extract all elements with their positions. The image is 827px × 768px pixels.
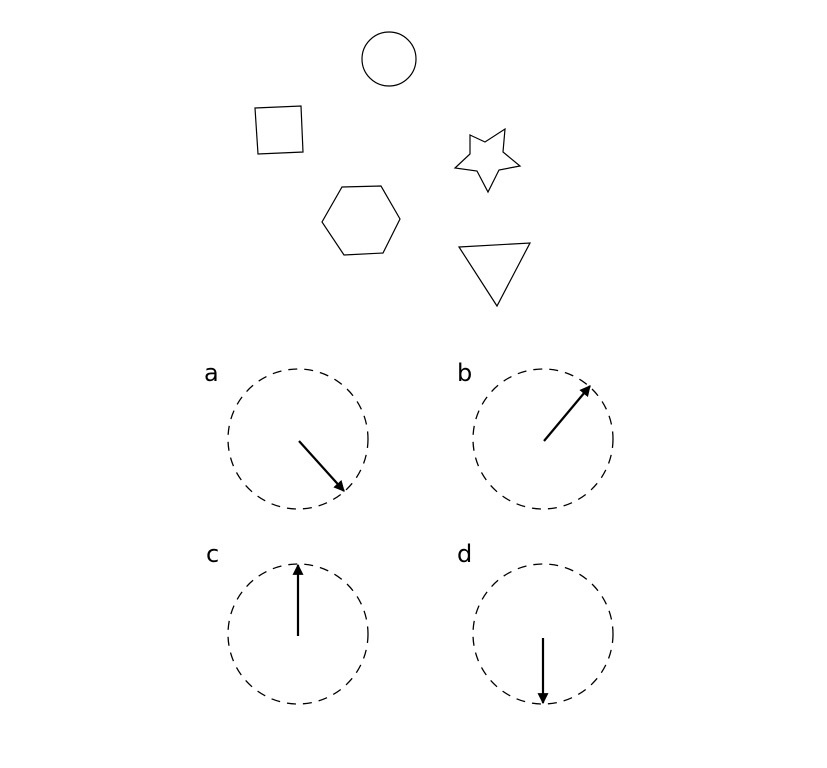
dashed-circle — [227, 368, 369, 510]
dashed-circle — [472, 563, 614, 705]
dashed-circle — [472, 368, 614, 510]
option-d[interactable]: d — [457, 540, 614, 705]
star-icon — [453, 127, 522, 194]
option-label: c — [206, 540, 219, 568]
dashed-circle — [227, 563, 369, 705]
arrow-icon — [298, 440, 345, 492]
triangle-down-icon — [457, 242, 532, 308]
hexagon-icon — [321, 185, 401, 256]
option-label: a — [204, 359, 219, 387]
option-c[interactable]: c — [206, 540, 369, 705]
arrow-icon — [543, 385, 591, 442]
circle-icon — [361, 31, 417, 87]
option-b[interactable]: b — [457, 359, 614, 510]
option-label: b — [457, 359, 472, 387]
shape-group — [254, 31, 532, 308]
square-icon — [254, 105, 304, 155]
option-label: d — [457, 540, 472, 568]
option-a[interactable]: a — [204, 359, 369, 510]
